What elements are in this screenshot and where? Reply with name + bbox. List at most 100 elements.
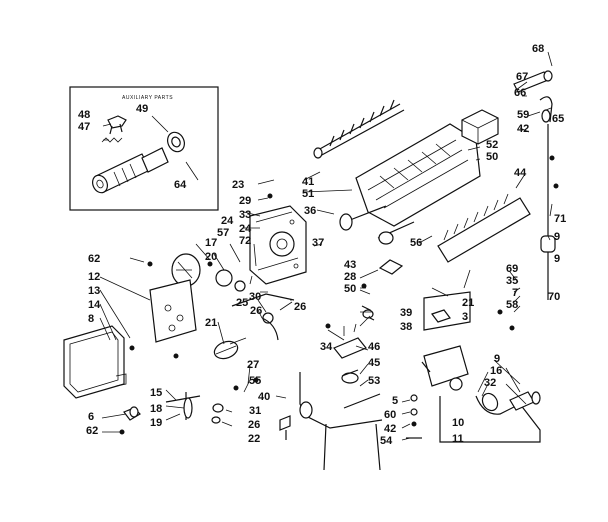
part-number-label: 19 [150,417,162,429]
switch-bracket [423,291,471,331]
part-number-label: 52 [486,139,498,151]
part-number-label: 28 [344,271,356,283]
inset-frame [69,86,219,211]
part-number-label: 43 [344,259,356,271]
part-number-label: 36 [304,205,316,217]
part-number-label: 12 [88,271,100,283]
part-number-label: 5 [392,395,398,407]
part-number-label: 51 [302,188,314,200]
ejector-blades [317,99,405,157]
part-number-label: 69 [506,263,518,275]
part-number-label: 53 [368,375,380,387]
part-number-label: 14 [88,299,101,311]
part-number-label: 35 [506,275,518,287]
lower-fill-tube [439,395,541,443]
part-number-label: 68 [532,43,544,55]
bracket-28 [378,259,404,275]
part-number-label: 34 [320,341,333,353]
part-number-label: 18 [150,403,162,415]
part-number-label: 25 [236,297,248,309]
inset-leaders [102,115,199,181]
part-number-label: 38 [400,321,412,333]
part-number-label: 23 [232,179,244,191]
part-number-label: 6 [88,411,94,423]
control-housing [63,193,307,399]
part-number-label: 13 [88,285,100,297]
part-number-label: 20 [205,251,217,263]
part-number-label: 72 [239,235,251,247]
part-number-label: 24 [221,215,234,227]
part-number-label: 33 [239,209,251,221]
part-number-label: 30 [249,291,261,303]
part-number-label: 7 [512,287,518,299]
part-number-label: 37 [312,237,324,249]
part-number-label: 26 [294,301,306,313]
part-number-label: 50 [486,151,498,163]
lower-center-parts [119,259,404,471]
part-number-label: 65 [552,113,564,125]
part-number-label: 3 [462,311,468,323]
part-number-label: 29 [239,195,251,207]
stripper-heater [437,197,531,263]
water-valve [333,337,367,359]
part-number-label: 70 [548,291,560,303]
part-number-label: 42 [384,423,396,435]
part-number-label: 71 [554,213,566,225]
spring-47-drawing [101,137,123,143]
part-number-label: 15 [150,387,162,399]
part-number-label: 9 [554,231,560,243]
part-number-label: 8 [88,313,94,325]
inset-part-label: 49 [136,103,148,115]
part-number-label: 27 [247,359,259,371]
leader-lines [99,51,553,441]
part-number-label: 59 [517,109,529,121]
inset-part-label: 64 [174,179,187,191]
inset-title: AUXILIARY PARTS [122,95,173,101]
part-number-label: 9 [494,353,500,365]
part-number-label: 22 [248,433,260,445]
mold-body [355,123,481,227]
part-number-label: 11 [452,433,464,445]
part-number-label: 56 [410,237,422,249]
clip-48-drawing [107,115,127,135]
part-number-label: 62 [86,425,98,437]
part-number-label: 40 [258,391,270,403]
part-number-label: 45 [368,357,380,369]
part-number-label: 32 [484,377,496,389]
inset-part-label: 48 [78,109,90,121]
part-number-label: 39 [400,307,412,319]
part-number-label: 54 [380,435,393,447]
ice-mold-assembly [313,70,559,300]
part-number-label: 44 [514,167,527,179]
part-number-label: 17 [205,237,217,249]
part-number-label: 60 [384,409,396,421]
part-number-label: 67 [516,71,528,83]
part-number-label: 21 [205,317,217,329]
part-number-label: 58 [506,299,518,311]
part-number-label: 26 [248,419,260,431]
part-number-label: 41 [302,176,314,188]
cam-gear [215,269,233,287]
part-number-label: 42 [517,123,529,135]
part-number-label: 46 [368,341,380,353]
mounting-plate [249,205,307,285]
part-number-label: 16 [490,365,502,377]
part-number-label: 9 [554,253,560,265]
part-number-label: 24 [239,223,252,235]
bracket-18 [165,392,201,420]
control-plate [149,279,197,343]
part-number-label: 55 [249,375,261,387]
part-number-label: 50 [344,283,356,295]
part-number-label: 31 [249,405,261,417]
part-number-label: 21 [462,297,474,309]
fitting-64-drawing [92,131,185,194]
part-number-label: 57 [217,227,229,239]
inset-part-label: 47 [78,121,90,133]
switch-assembly [406,291,541,443]
part-number-label: 26 [250,305,262,317]
part-number-label: 62 [88,253,100,265]
part-number-label: 10 [452,417,464,429]
